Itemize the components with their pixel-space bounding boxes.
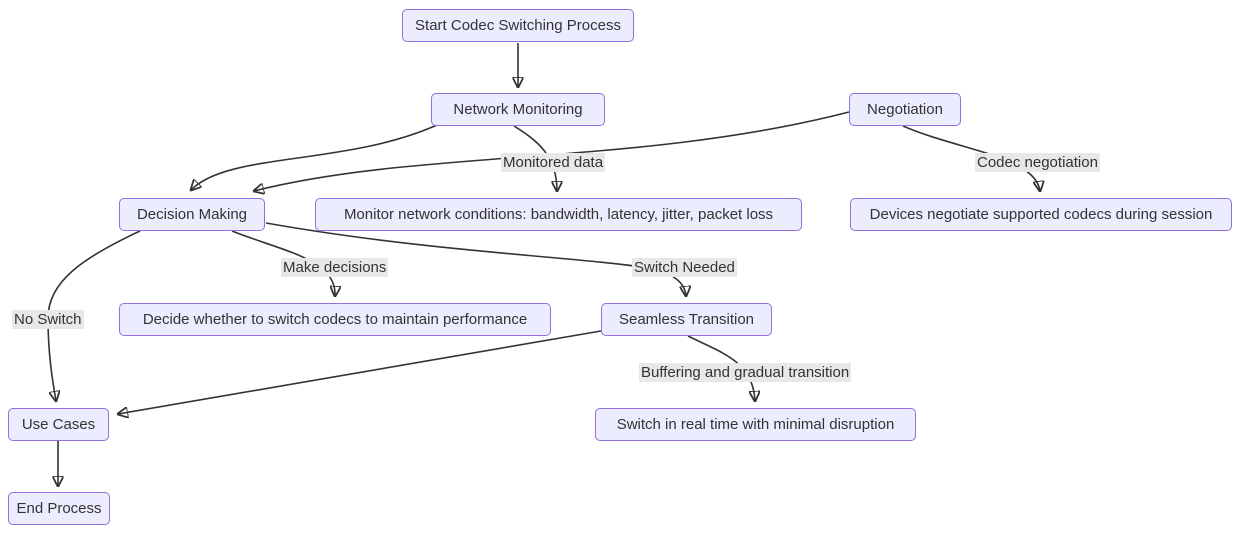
node-end-process: End Process: [8, 492, 110, 525]
edge-label-codec-negotiation: Codec negotiation: [975, 153, 1100, 172]
edge-seamless-transition-to-switch-real-time: [687, 335, 755, 401]
node-devices-negotiate: Devices negotiate supported codecs durin…: [850, 198, 1232, 231]
node-use-cases: Use Cases: [8, 408, 109, 441]
edge-decision-making-to-decide-switch: [231, 230, 335, 296]
node-decide-switch: Decide whether to switch codecs to maint…: [119, 303, 551, 336]
node-seamless-transition: Seamless Transition: [601, 303, 772, 336]
node-monitor-conditions: Monitor network conditions: bandwidth, l…: [315, 198, 802, 231]
edge-network-monitoring-to-monitor-conditions: [513, 125, 557, 191]
edge-label-monitored-data: Monitored data: [501, 153, 606, 172]
node-switch-real-time: Switch in real time with minimal disrupt…: [595, 408, 916, 441]
edge-label-switch-needed: Switch Needed: [632, 258, 737, 277]
node-start: Start Codec Switching Process: [402, 9, 634, 42]
node-decision-making: Decision Making: [119, 198, 265, 231]
edge-label-no-switch: No Switch: [12, 310, 84, 329]
edge-seamless-transition-to-use-cases: [118, 330, 602, 414]
edge-network-monitoring-to-decision-making: [191, 124, 438, 190]
node-negotiation: Negotiation: [849, 93, 961, 126]
edge-decision-making-to-seamless-transition: [265, 222, 686, 296]
edge-label-buffering: Buffering and gradual transition: [639, 363, 852, 382]
edge-label-make-decisions: Make decisions: [281, 258, 389, 277]
node-network-monitoring: Network Monitoring: [431, 93, 605, 126]
